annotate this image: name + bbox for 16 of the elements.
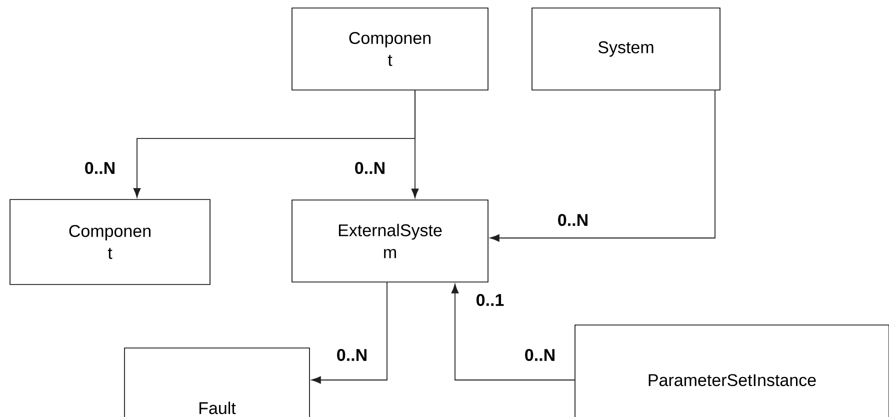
- arrow: [411, 90, 419, 198]
- class-box: Componen t: [10, 199, 210, 285]
- multiplicity-label: 0..N: [335, 348, 369, 362]
- arrow: [451, 284, 576, 380]
- class-box: ExternalSyste m: [292, 200, 488, 282]
- class-box: ParameterSetInstance: [574, 324, 889, 417]
- arrow: [490, 90, 716, 242]
- multiplicity-label: 0..N: [523, 348, 557, 362]
- arrow: [311, 282, 388, 384]
- multiplicity-label: 0..N: [556, 212, 590, 228]
- class-box: Componen t: [292, 8, 488, 90]
- class-box: Fault: [124, 348, 310, 417]
- multiplicity-label: 0..N: [353, 160, 387, 175]
- multiplicity-label: 0..N: [83, 160, 117, 175]
- class-box: System: [532, 8, 720, 90]
- multiplicity-label: 0..1: [474, 292, 506, 307]
